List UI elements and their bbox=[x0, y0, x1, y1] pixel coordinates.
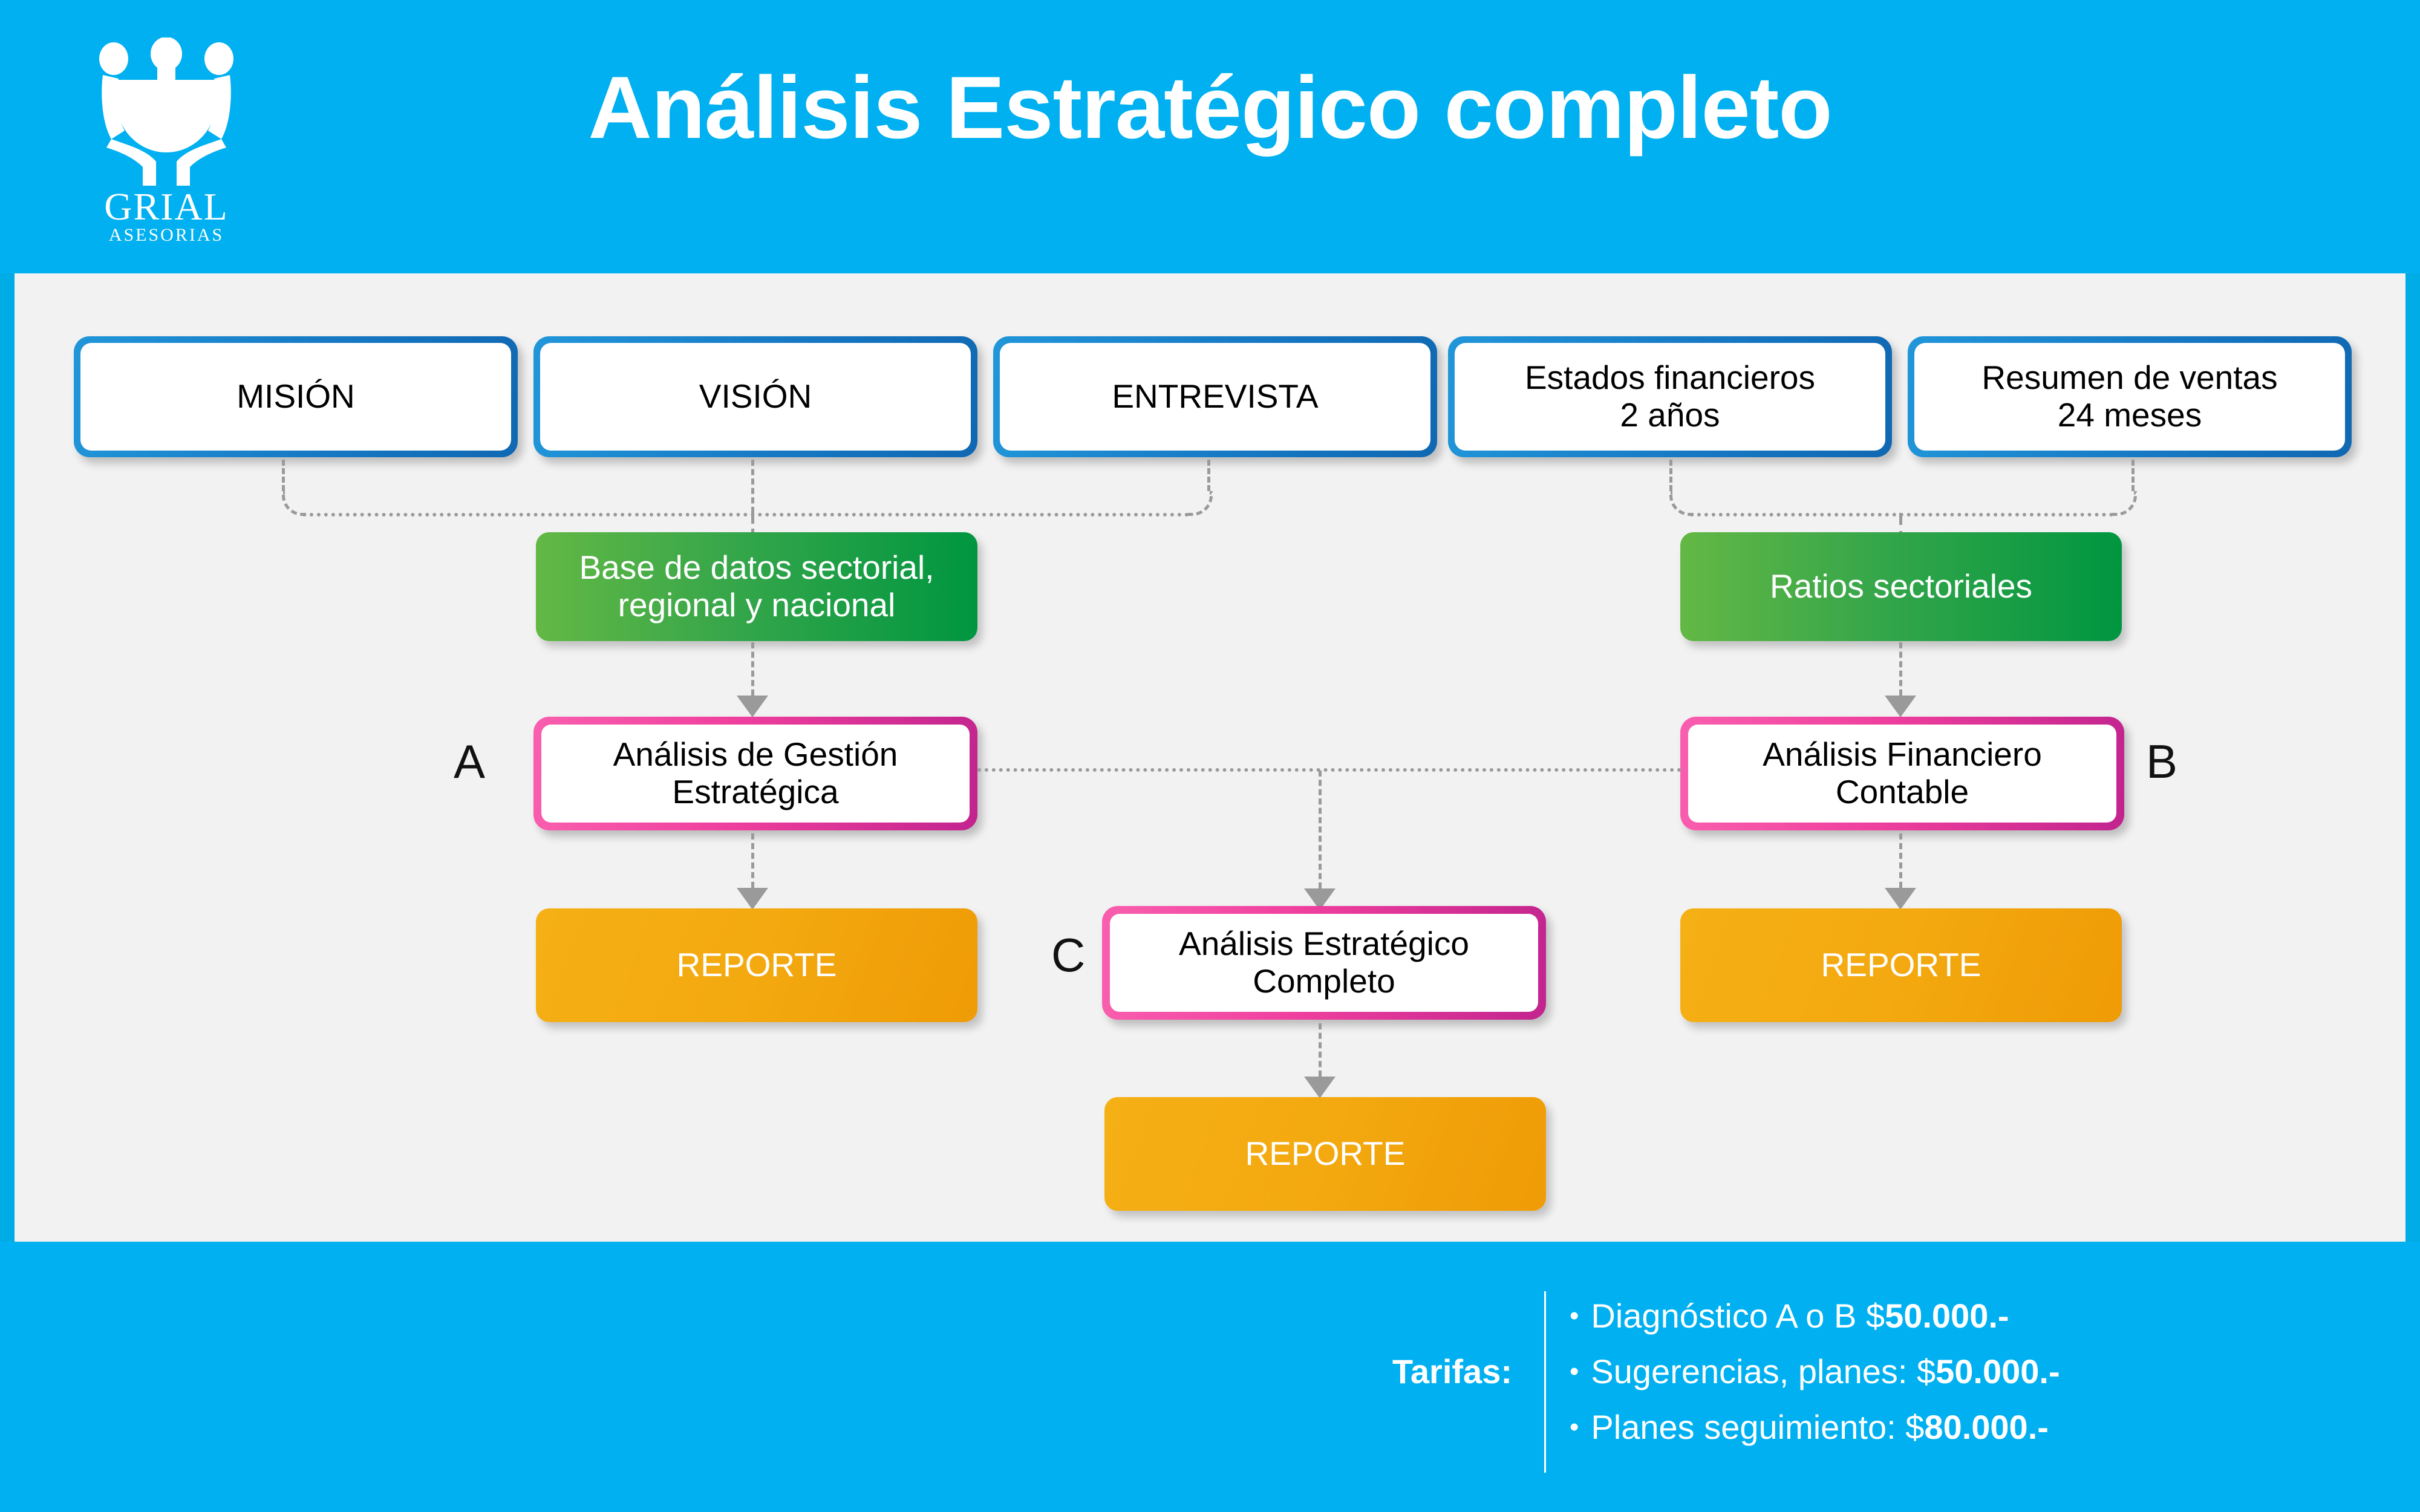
input-box-estados-financieros-label: Estados financieros 2 años bbox=[1455, 343, 1885, 451]
financiero-line-2: Contable bbox=[1835, 773, 1969, 810]
tarifa-item-3-amount: 80.000.- bbox=[1924, 1408, 2049, 1446]
input-box-vision[interactable]: VISIÓN bbox=[533, 336, 977, 457]
output-box-reporte-c-label: REPORTE bbox=[1245, 1135, 1406, 1173]
analysis-box-gestion-estrategica[interactable]: Análisis de Gestión Estratégica bbox=[533, 717, 977, 830]
gestion-line-1: Análisis de Gestión bbox=[613, 735, 898, 774]
estrategico-completo-line-1: Análisis Estratégico bbox=[1179, 925, 1469, 963]
financiero-line-1: Análisis Financiero bbox=[1763, 735, 2042, 774]
tarifa-item-1: • Diagnóstico A o B $ 50.000.- bbox=[1570, 1288, 2380, 1344]
analysis-box-estrategico-completo[interactable]: Análisis Estratégico Completo bbox=[1102, 906, 1546, 1020]
logo-brand-text: GRIAL bbox=[104, 185, 229, 228]
output-box-reporte-c[interactable]: REPORTE bbox=[1104, 1097, 1546, 1211]
input-box-mision[interactable]: MISIÓN bbox=[74, 336, 518, 457]
brand-logo: GRIAL ASESORIAS bbox=[91, 37, 242, 244]
analysis-letter-a: A bbox=[454, 735, 486, 788]
grail-chalice-icon bbox=[99, 37, 233, 186]
input-box-resumen-ventas-label: Resumen de ventas 24 meses bbox=[1914, 343, 2345, 451]
estrategico-completo-line-2: Completo bbox=[1253, 962, 1395, 1000]
gestion-line-2: Estratégica bbox=[672, 773, 839, 810]
base-datos-line-1: Base de datos sectorial, bbox=[579, 549, 934, 587]
input-box-entrevista[interactable]: ENTREVISTA bbox=[993, 336, 1437, 457]
logo-tagline-text: ASESORIAS bbox=[108, 225, 224, 245]
base-datos-line-2: regional y nacional bbox=[618, 586, 896, 624]
analysis-box-financiero-contable[interactable]: Análisis Financiero Contable bbox=[1680, 717, 2124, 830]
analysis-letter-c: C bbox=[1051, 928, 1086, 982]
analysis-box-estrategico-completo-label: Análisis Estratégico Completo bbox=[1110, 914, 1538, 1012]
output-box-reporte-a[interactable]: REPORTE bbox=[536, 908, 977, 1022]
page-title: Análisis Estratégico completo bbox=[588, 58, 1832, 157]
analysis-box-financiero-contable-label: Análisis Financiero Contable bbox=[1688, 725, 2116, 823]
data-source-base-datos[interactable]: Base de datos sectorial, regional y naci… bbox=[536, 532, 977, 641]
input-box-entrevista-label: ENTREVISTA bbox=[1000, 343, 1430, 451]
footer-bar bbox=[0, 1242, 2420, 1512]
bullet-icon: • bbox=[1570, 1357, 1579, 1386]
tarifa-item-1-amount: 50.000.- bbox=[1885, 1297, 2009, 1335]
analysis-letter-b: B bbox=[2146, 735, 2178, 788]
input-box-mision-label: MISIÓN bbox=[80, 343, 511, 451]
tarifa-item-1-text: Diagnóstico A o B $ bbox=[1591, 1297, 1885, 1335]
analysis-box-gestion-estrategica-label: Análisis de Gestión Estratégica bbox=[541, 725, 970, 823]
output-box-reporte-b-label: REPORTE bbox=[1821, 946, 1981, 984]
resumen-line-1: Resumen de ventas bbox=[1981, 359, 2278, 397]
header-bar: GRIAL ASESORIAS Análisis Estratégico com… bbox=[0, 0, 2420, 273]
output-box-reporte-a-label: REPORTE bbox=[676, 946, 837, 984]
tarifas-list: • Diagnóstico A o B $ 50.000.- • Sugeren… bbox=[1570, 1288, 2380, 1455]
tarifa-item-2-text: Sugerencias, planes: $ bbox=[1591, 1352, 1936, 1390]
input-box-vision-label: VISIÓN bbox=[540, 343, 971, 451]
data-source-ratios-sectoriales[interactable]: Ratios sectoriales bbox=[1680, 532, 2122, 641]
resumen-line-2: 24 meses bbox=[2057, 396, 2202, 434]
tarifa-item-3-text: Planes seguimiento: $ bbox=[1591, 1408, 1925, 1446]
bullet-icon: • bbox=[1570, 1412, 1579, 1442]
tarifas-label: Tarifas: bbox=[1392, 1352, 1512, 1390]
tarifa-item-3: • Planes seguimiento: $ 80.000.- bbox=[1570, 1400, 2380, 1455]
estados-line-1: Estados financieros bbox=[1525, 359, 1815, 397]
tarifa-item-2-amount: 50.000.- bbox=[1936, 1352, 2060, 1390]
bullet-icon: • bbox=[1570, 1301, 1579, 1331]
tarifa-item-2: • Sugerencias, planes: $ 50.000.- bbox=[1570, 1344, 2380, 1400]
estados-line-2: 2 años bbox=[1620, 396, 1720, 434]
output-box-reporte-b[interactable]: REPORTE bbox=[1680, 908, 2122, 1022]
ratios-sectoriales-label: Ratios sectoriales bbox=[1769, 567, 2033, 605]
tarifas-divider bbox=[1544, 1291, 1546, 1473]
input-box-estados-financieros[interactable]: Estados financieros 2 años bbox=[1448, 336, 1892, 457]
input-box-resumen-ventas[interactable]: Resumen de ventas 24 meses bbox=[1908, 336, 2352, 457]
